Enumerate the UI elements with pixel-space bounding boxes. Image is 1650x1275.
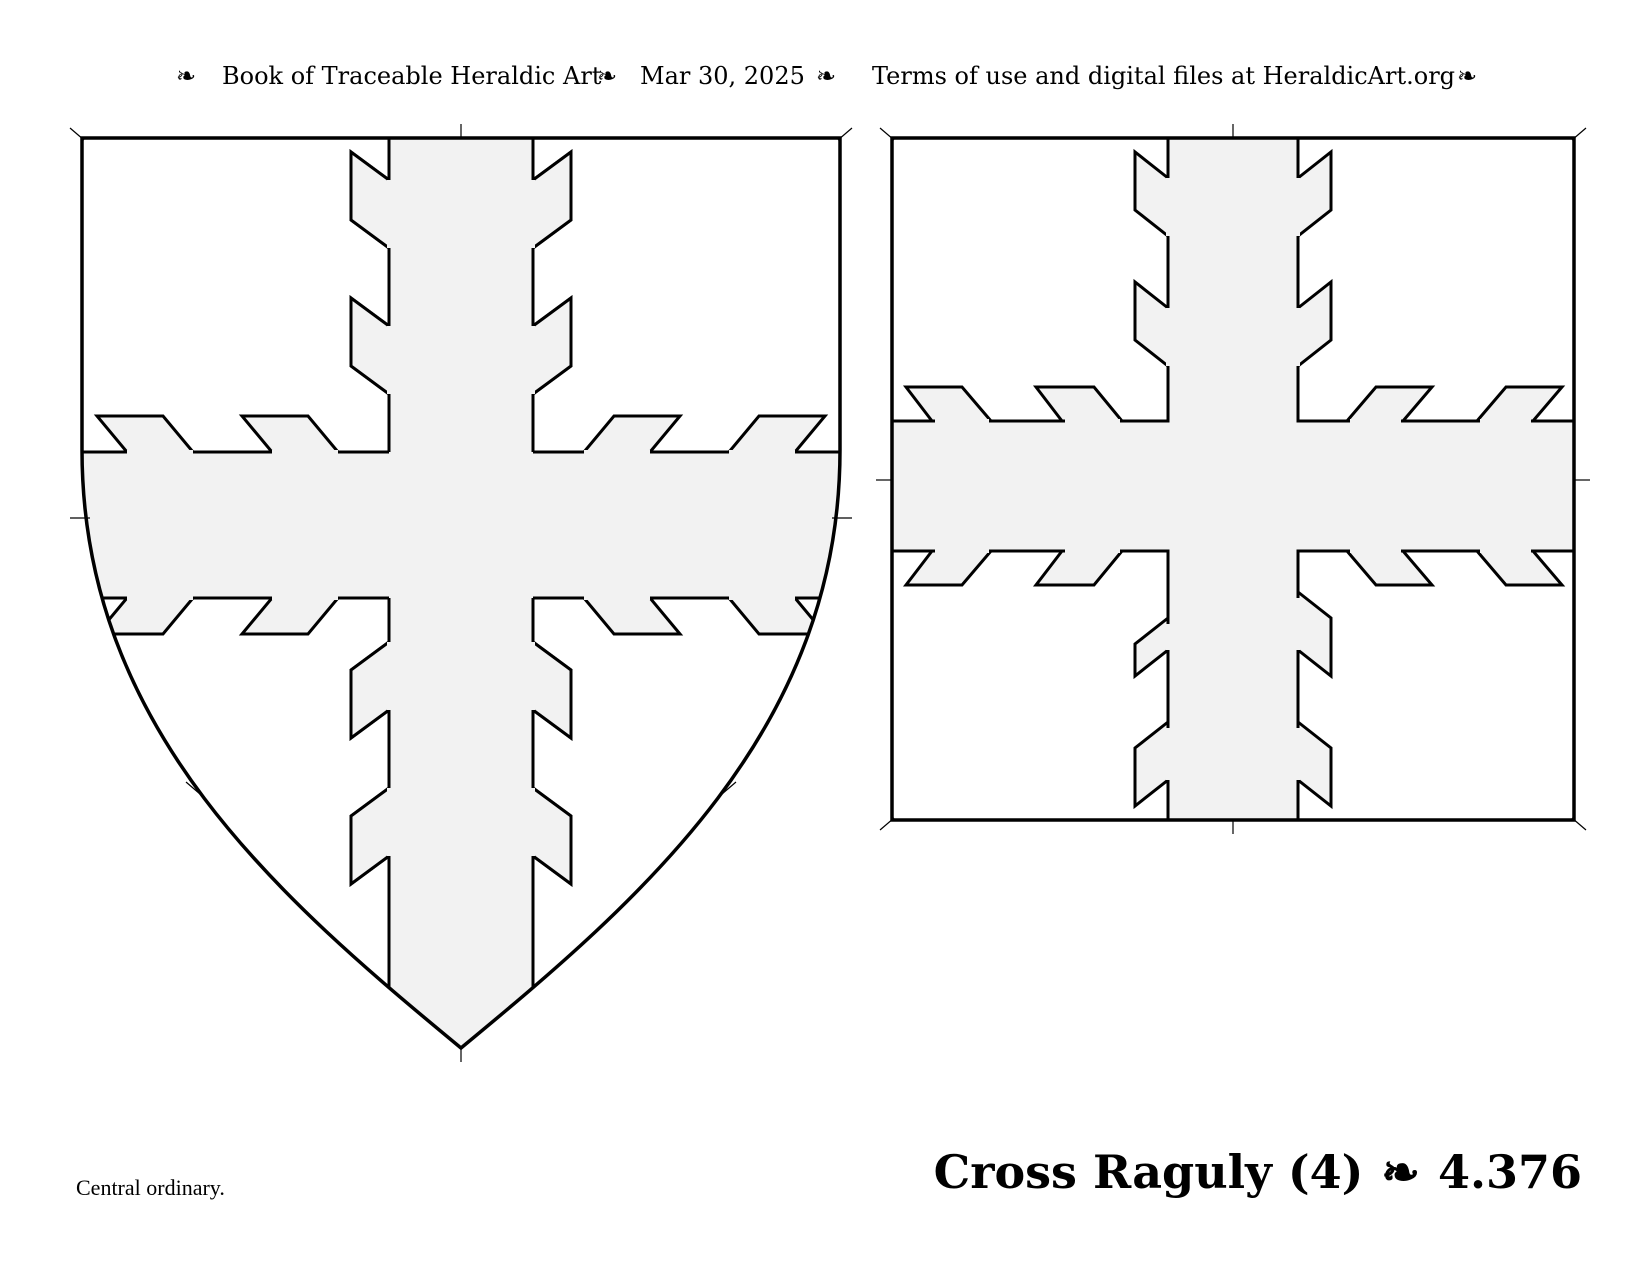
header-ornament-2: ❧ [597, 62, 618, 90]
header-ornament-3: ❧ [816, 62, 837, 90]
plate-number: 4.376 [1437, 1145, 1582, 1199]
page-header: ❧ Book of Traceable Heraldic Art ❧ Mar 3… [0, 56, 1650, 96]
title-ornament: ❧ [1381, 1145, 1420, 1199]
plate-description: Central ordinary. [76, 1175, 225, 1200]
banner-figure [876, 124, 1590, 834]
banner-registration-marks [876, 124, 1590, 834]
shield-outline [80, 136, 842, 1051]
shield-registration-marks [69, 124, 853, 1062]
book-title: Book of Traceable Heraldic Art [222, 62, 602, 90]
header-date: Mar 30, 2025 [640, 62, 805, 90]
plate-name: Cross Raguly (4) [933, 1145, 1364, 1199]
header-ornament-4: ❧ [1457, 62, 1478, 90]
header-ornament-1: ❧ [176, 62, 197, 90]
plate-title: Cross Raguly (4) ❧ 4.376 [934, 1145, 1582, 1199]
shield-figure [69, 124, 853, 1062]
terms-text: Terms of use and digital files at Herald… [872, 62, 1456, 90]
